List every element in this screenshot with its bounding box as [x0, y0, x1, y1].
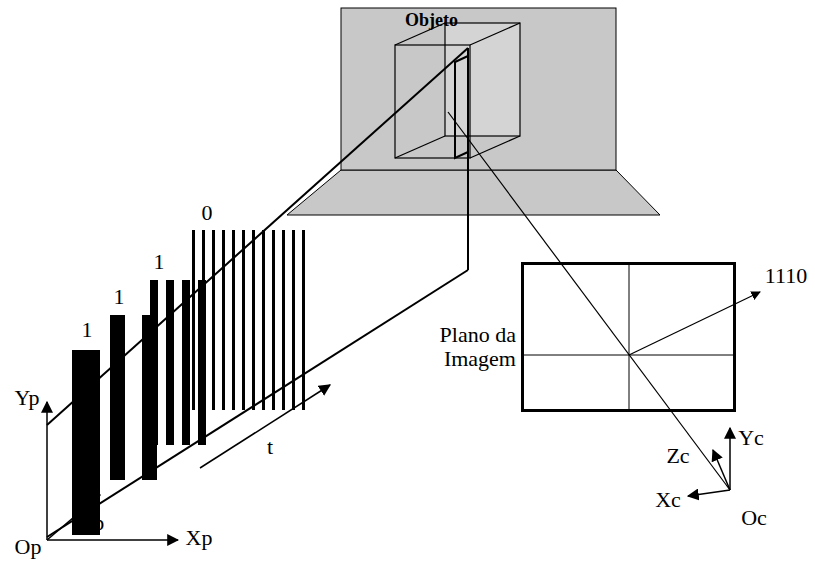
- time-arrow: [200, 385, 330, 468]
- axis-label: Yc: [738, 426, 764, 450]
- camera-axes: [688, 428, 730, 496]
- projector-axes: [47, 402, 178, 540]
- bit-value: 1: [114, 285, 125, 309]
- bit-value: 1: [82, 318, 93, 342]
- stripe-patterns: [72, 230, 305, 535]
- object-label: Objeto: [405, 11, 458, 31]
- axis-label: Zc: [666, 444, 689, 468]
- light-plane: [47, 48, 468, 537]
- image-plane-box: Plano da Imagem: [521, 262, 736, 412]
- scene-backdrop: [287, 8, 660, 215]
- image-plane-label: Plano da Imagem: [412, 323, 516, 371]
- image-plane: [521, 262, 736, 412]
- bit-value: 1: [154, 250, 165, 274]
- cube-object: [395, 23, 520, 158]
- axis-label: Yp: [15, 386, 40, 410]
- axis-label: Xp: [186, 526, 213, 550]
- bit-value: 0: [202, 201, 213, 225]
- axis-label: Zp: [80, 511, 104, 535]
- object-scene: Objeto: [341, 8, 616, 170]
- camera-ray: [448, 112, 760, 490]
- axis-label: Xc: [655, 488, 681, 512]
- axis-label: Op: [15, 535, 42, 559]
- code-word: 1110: [765, 264, 807, 288]
- axis-label: Oc: [741, 506, 767, 530]
- time-label: t: [267, 435, 273, 459]
